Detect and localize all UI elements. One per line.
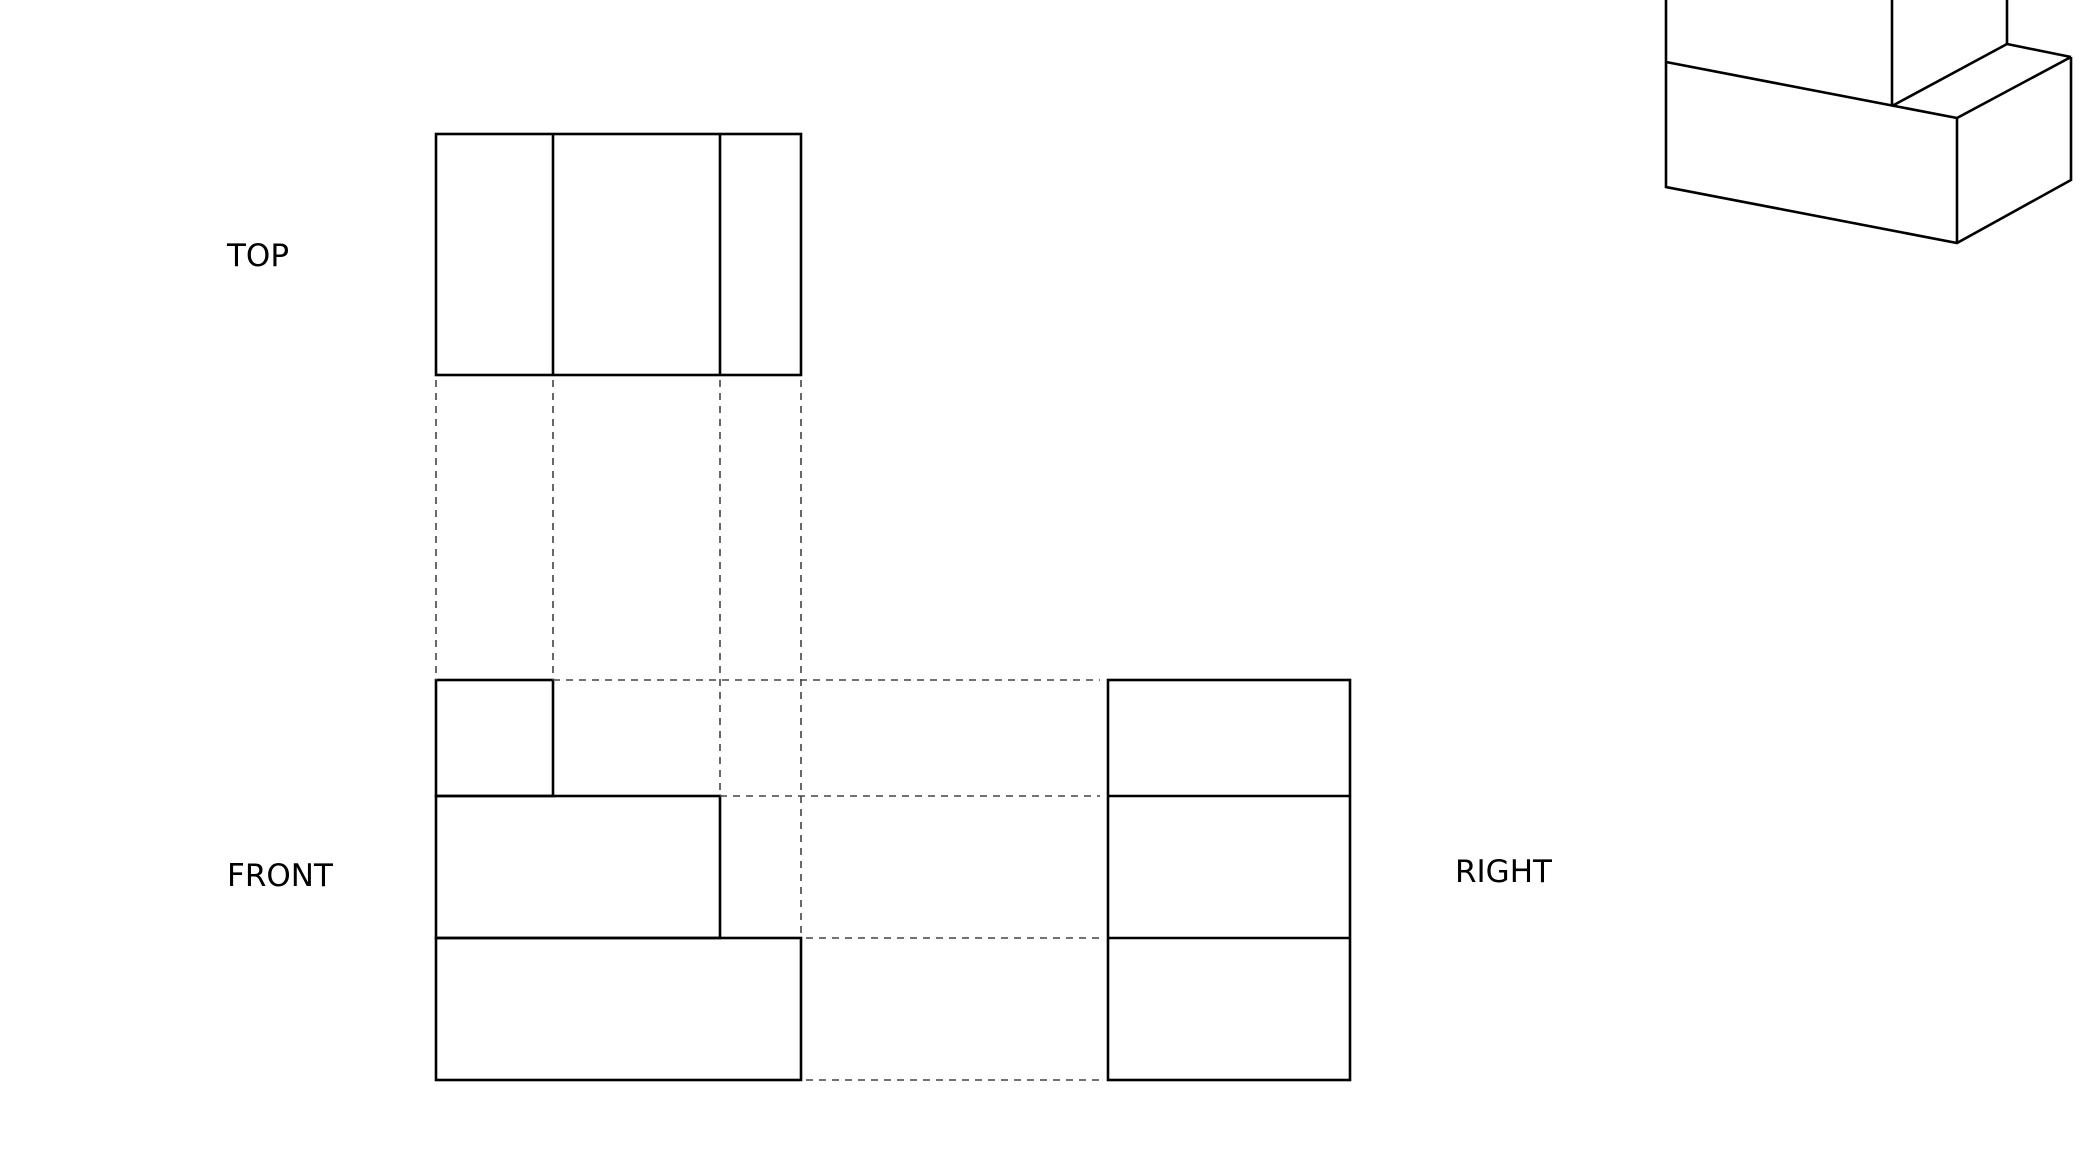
front-view-bottom-block	[434, 936, 803, 1082]
right-view	[1106, 678, 1352, 1082]
top-view-label: TOP	[227, 238, 290, 274]
front-view	[434, 678, 803, 1082]
iso-edge	[1891, 42, 2008, 108]
iso-outline	[1664, 0, 2073, 245]
front-view-middle-block	[434, 794, 722, 940]
iso-edge	[1956, 55, 2072, 120]
front-view-label: FRONT	[227, 858, 333, 894]
right-view-label: RIGHT	[1455, 854, 1552, 890]
iso-edge	[2006, 42, 2072, 59]
front-view-top-block	[434, 678, 555, 798]
top-view	[434, 132, 803, 377]
right-view-outline	[1106, 678, 1352, 1082]
iso-edge	[1665, 60, 1958, 120]
isometric-view	[1664, 0, 2073, 245]
projection-lines	[435, 380, 1100, 1081]
top-view-outline	[434, 132, 803, 377]
